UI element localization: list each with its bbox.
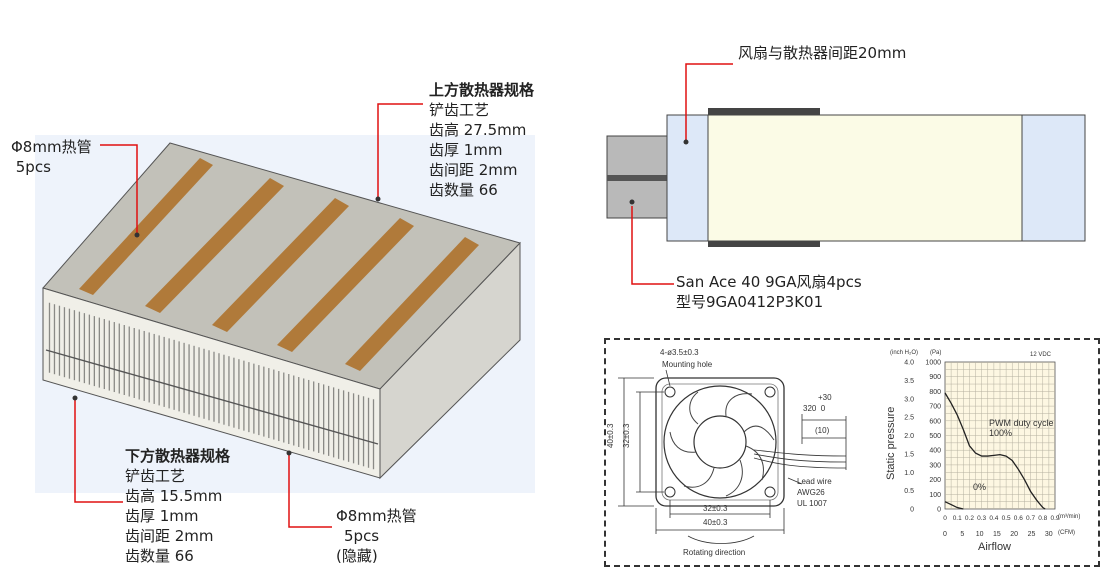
fan-mechanical-drawing	[618, 369, 847, 544]
series-line-1	[944, 501, 964, 510]
y-tick-pa: 700	[929, 404, 941, 411]
top-heatpipes	[79, 158, 479, 371]
x-tick-m3: 0.5	[1002, 515, 1011, 522]
chart-unit-pa: (Pa)	[930, 350, 941, 356]
x-tick-m3: 0	[943, 515, 947, 522]
side-heatsink-top-bar	[708, 108, 820, 115]
gap-label: 风扇与散热器间距20mm	[738, 44, 907, 62]
y-tick-inch: 0.5	[904, 488, 914, 495]
dim-horizontal-outer: 40±0.3	[703, 518, 728, 527]
lead-value-label: 320 0	[803, 404, 826, 413]
callout-dots	[72, 196, 381, 456]
y-tick-inch: 0	[910, 507, 914, 514]
y-tick-pa: 300	[929, 462, 941, 469]
lead-wire-label: Lead wire	[797, 477, 832, 486]
chart-xlabel: Airflow	[978, 541, 1011, 553]
lower-spec-label: 下方散热器规格 铲齿工艺 齿高 15.5mm 齿厚 1mm 齿间距 2mm 齿数…	[125, 447, 231, 565]
side-callouts	[631, 63, 733, 270]
y-tick-pa: 500	[929, 433, 941, 440]
chart-voltage: 12 VDC	[1030, 352, 1052, 358]
fan-frame	[655, 377, 785, 507]
y-tick-inch: 1.0	[904, 470, 914, 477]
dim-horizontal-inner: 32±0.3	[703, 504, 728, 513]
fan-hub	[693, 415, 747, 469]
chart-unit-inch: (inch H₂O)	[890, 350, 918, 356]
x-tick-m3: 0.3	[977, 515, 986, 522]
y-tick-inch: 4.0	[904, 360, 914, 367]
y-tick-inch: 3.5	[904, 378, 914, 385]
hole-label: 4-ø3.5±0.3	[660, 348, 699, 357]
x-tick-cfm: 20	[1010, 531, 1018, 538]
y-tick-inch: 1.5	[904, 451, 914, 458]
side-heatsink-bottom-bar	[708, 241, 820, 247]
heatsink-front-face	[42, 287, 381, 479]
pq-chart: 0100200300400500600700800900100000.51.01…	[885, 350, 1080, 553]
ul-label: UL 1007	[797, 499, 827, 508]
y-tick-inch: 3.0	[904, 396, 914, 403]
chart-grid	[945, 362, 1055, 509]
heatsink-illustration	[35, 103, 535, 528]
chart-x-unit-cfm: (CFM)	[1058, 530, 1075, 536]
x-tick-cfm: 0	[943, 531, 947, 538]
y-tick-inch: 2.0	[904, 433, 914, 440]
x-tick-m3: 0.8	[1038, 515, 1047, 522]
y-tick-pa: 100	[929, 492, 941, 499]
upper-spec-label: 上方散热器规格 铲齿工艺 齿高 27.5mm 齿厚 1mm 齿间距 2mm 齿数…	[429, 81, 535, 199]
awg-label: AWG26	[797, 488, 825, 497]
y-tick-pa: 800	[929, 389, 941, 396]
mounting-holes	[664, 386, 776, 498]
fan-block-slot	[607, 175, 667, 181]
heatpipe-bottom-label: Φ8mm热管 5pcs (隐藏)	[336, 507, 417, 565]
chart-series	[944, 392, 1046, 510]
chart-x-unit-m3: (m³/min)	[1058, 514, 1080, 520]
fan-model-label: San Ace 40 9GA风扇4pcs 型号9GA0412P3K01	[676, 273, 862, 311]
chart-ylabel: Static pressure	[885, 407, 897, 480]
heatsink-fins	[48, 302, 375, 470]
hidden-heatpipe-line	[45, 349, 379, 445]
heatpipe-top-label: Φ8mm热管 5pcs	[11, 138, 92, 176]
x-tick-m3: 0.6	[1014, 515, 1023, 522]
pwm-label: PWM duty cycle	[989, 418, 1054, 428]
side-view-illustration	[606, 63, 1086, 270]
rotating-direction-label: Rotating direction	[683, 548, 746, 557]
fan-rotor-outer	[663, 385, 777, 499]
side-heatsink-body	[707, 114, 1023, 242]
y-tick-pa: 0	[937, 507, 941, 514]
x-tick-cfm: 25	[1028, 531, 1036, 538]
x-tick-m3: 0.2	[965, 515, 974, 522]
y-tick-pa: 400	[929, 448, 941, 455]
pwm-0-label: 0%	[973, 482, 986, 492]
y-tick-pa: 900	[929, 374, 941, 381]
x-tick-cfm: 5	[960, 531, 964, 538]
x-tick-m3: 0.4	[989, 515, 998, 522]
x-tick-cfm: 10	[976, 531, 984, 538]
x-tick-m3: 0.7	[1026, 515, 1035, 522]
spec-box	[604, 338, 1100, 567]
x-tick-m3: 0.9	[1050, 515, 1059, 522]
y-tick-pa: 1000	[925, 360, 941, 367]
y-tick-pa: 600	[929, 418, 941, 425]
dim-vertical-outer: 40±0.3	[606, 423, 615, 448]
fan-blades	[669, 391, 775, 497]
y-tick-inch: 2.5	[904, 415, 914, 422]
callout-lines	[74, 103, 423, 528]
x-tick-cfm: 30	[1045, 531, 1053, 538]
series-line-0	[944, 392, 1046, 510]
dim-vertical-inner: 32±0.3	[622, 423, 631, 448]
pwm-100-label: 100%	[989, 428, 1012, 438]
x-tick-cfm: 15	[993, 531, 1001, 538]
y-tick-pa: 200	[929, 477, 941, 484]
mounting-hole-label: Mounting hole	[662, 360, 713, 369]
lead-plus-label: +30	[818, 393, 832, 402]
lead-ten-label: (10)	[815, 426, 830, 435]
x-tick-m3: 0.1	[953, 515, 962, 522]
